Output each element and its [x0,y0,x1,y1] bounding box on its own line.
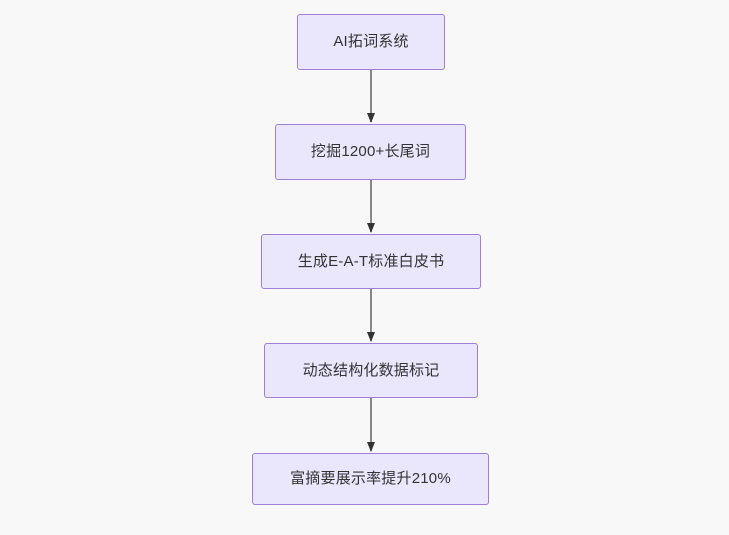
flow-node-label: 生成E-A-T标准白皮书 [297,252,445,270]
flow-node-ai-keyword-system[interactable]: AI拓词系统 [297,14,445,70]
flow-node-label: 动态结构化数据标记 [302,361,440,379]
flow-node-label: AI拓词系统 [333,33,409,50]
flow-node-dynamic-structured-data-markup[interactable]: 动态结构化数据标记 [264,343,478,398]
flow-node-generate-eat-whitepaper[interactable]: 生成E-A-T标准白皮书 [261,234,481,289]
flow-node-mine-longtail-keywords[interactable]: 挖掘1200+长尾词 [275,124,466,180]
flow-node-rich-snippet-impression-lift[interactable]: 富摘要展示率提升210% [252,453,489,505]
flow-node-label: 挖掘1200+长尾词 [310,143,431,160]
flow-node-label: 富摘要展示率提升210% [290,470,451,487]
